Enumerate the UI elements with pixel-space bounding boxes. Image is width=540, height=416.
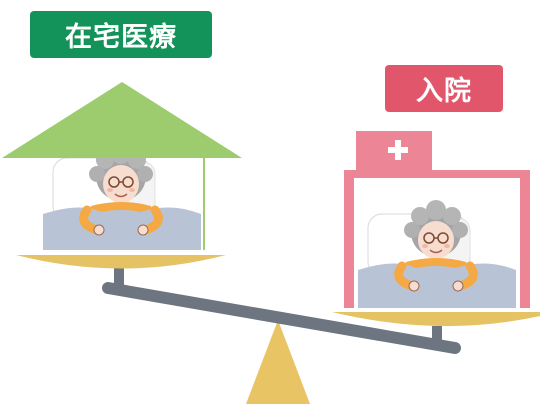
left-post [114, 268, 124, 290]
home-care-label: 在宅医療 [30, 11, 212, 58]
right-scale-pan [332, 312, 540, 327]
seesaw-beam [102, 282, 461, 354]
fulcrum [246, 320, 310, 404]
hospital-icon [344, 131, 530, 308]
house-icon [2, 82, 242, 250]
left-scale-pan [16, 255, 226, 269]
hospitalization-label: 入院 [385, 65, 503, 112]
medical-cross-icon [388, 140, 408, 160]
right-post [432, 326, 442, 346]
